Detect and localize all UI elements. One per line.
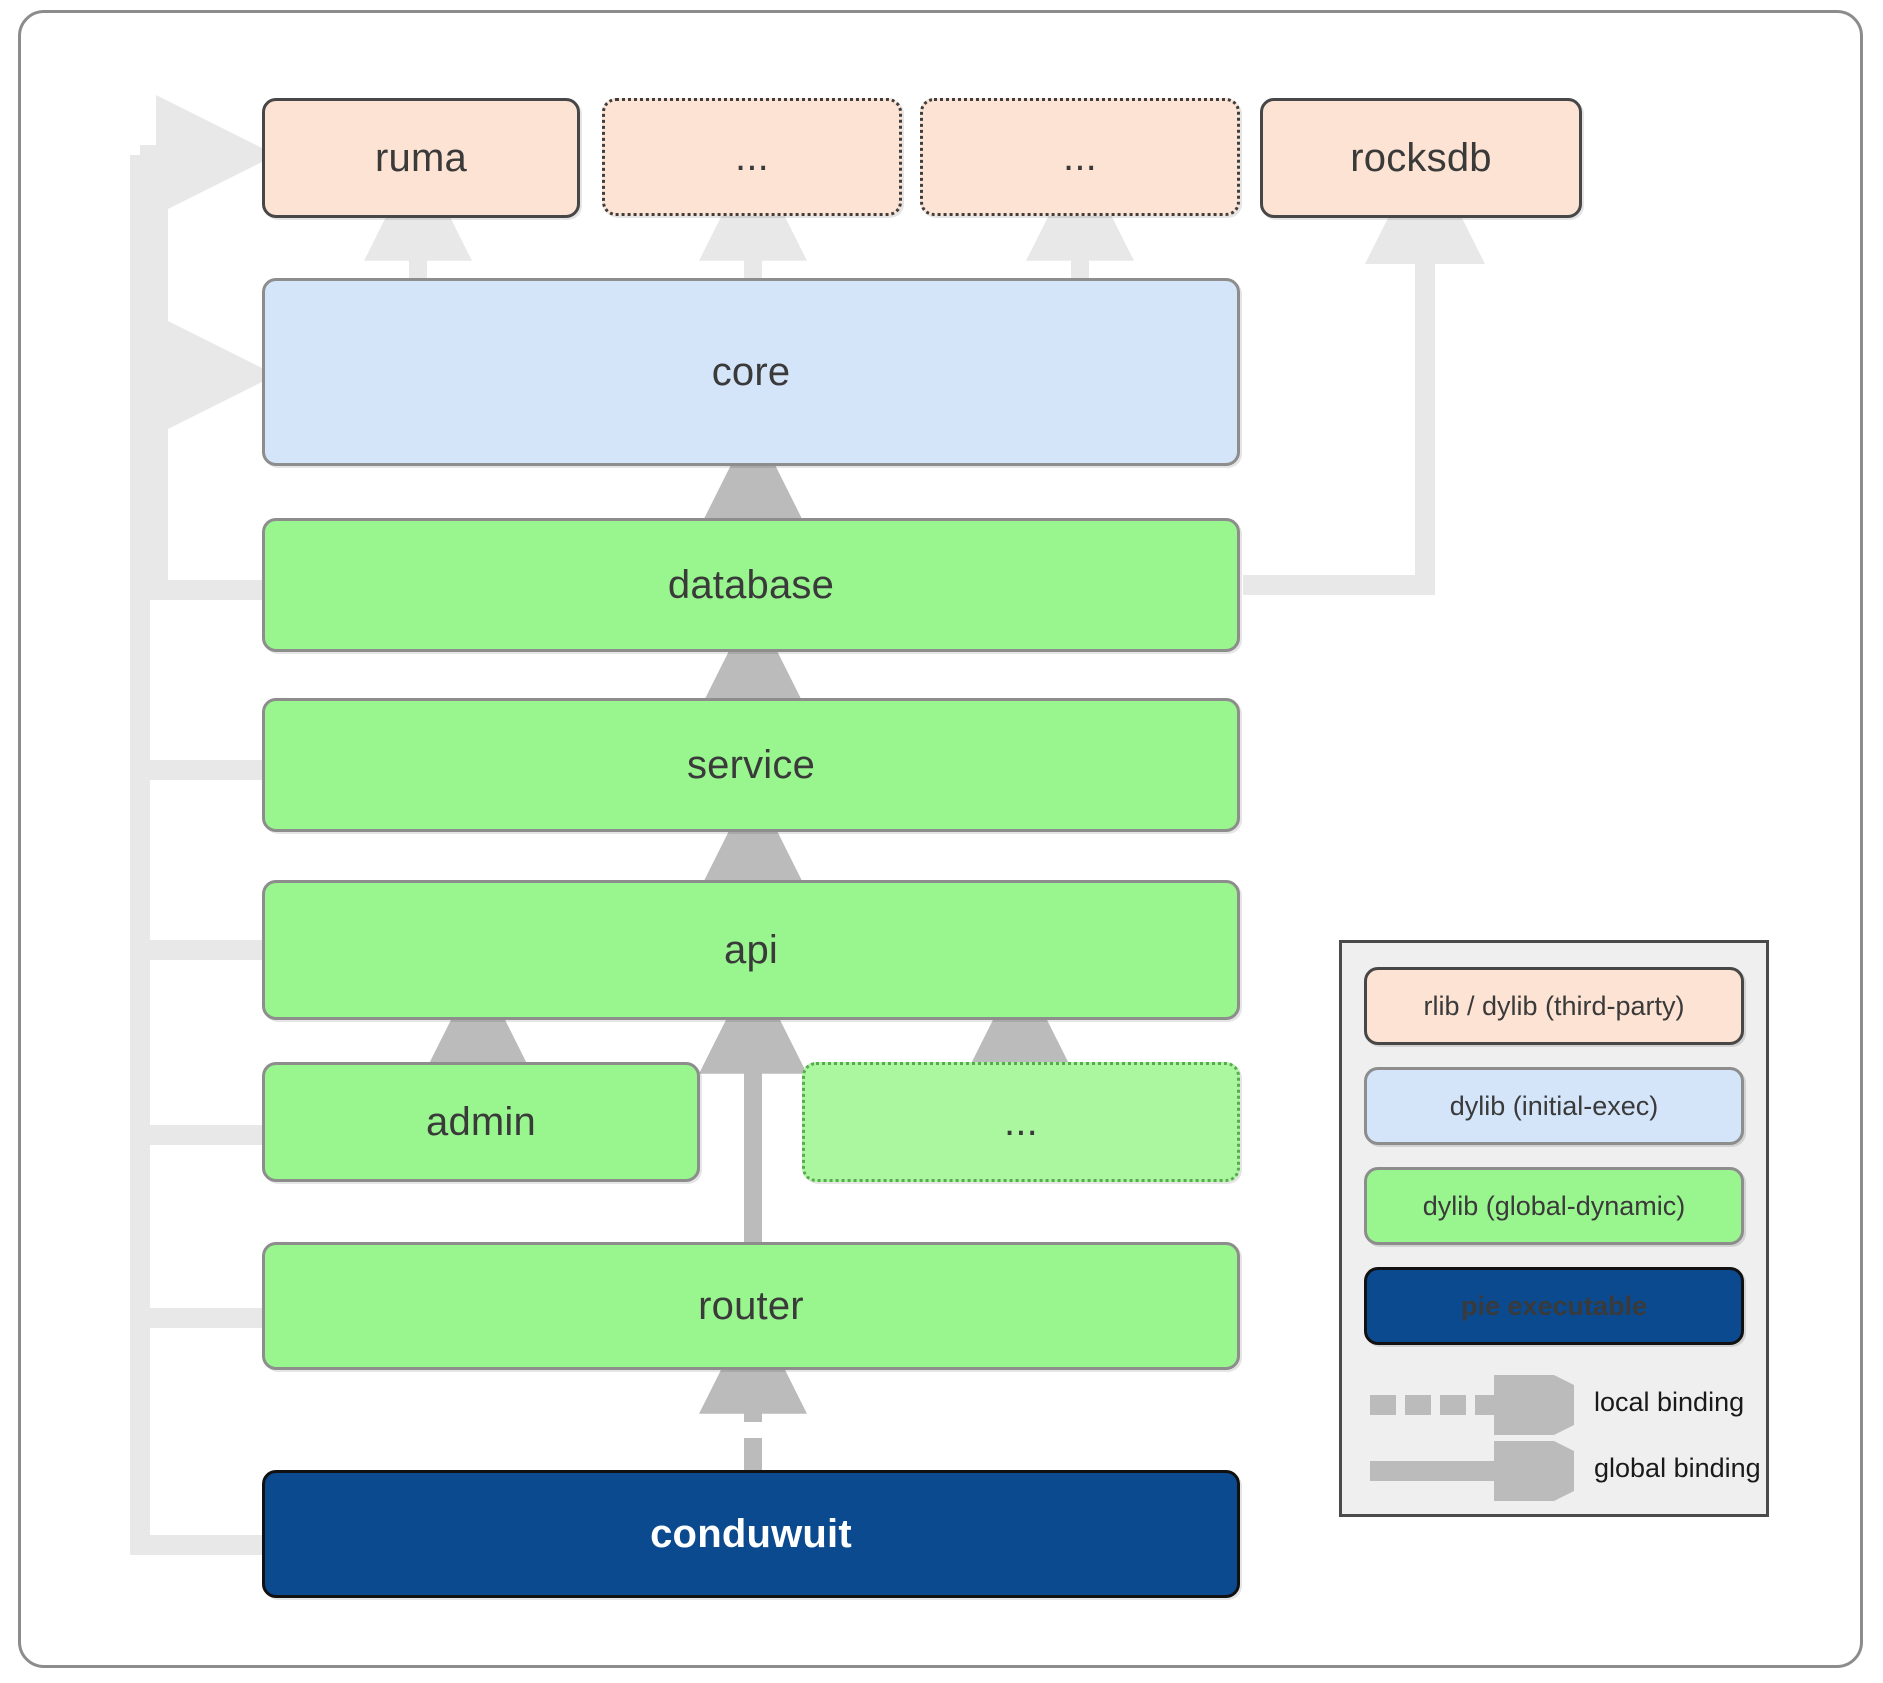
node-router-label: router (698, 1283, 804, 1328)
node-service-label: service (686, 742, 816, 787)
node-core[interactable]: core (262, 278, 1240, 466)
legend-panel: rlib / dylib (third-party) dylib (initia… (1339, 940, 1769, 1531)
node-admin-label: admin (426, 1099, 536, 1144)
legend-row-local-binding: local binding (1364, 1345, 1754, 1465)
legend-swatch-third-party-label: rlib / dylib (third-party) (1423, 990, 1685, 1021)
legend-local-binding-label: local binding (1594, 1387, 1745, 1417)
node-ellipsis-mid-label: ... (1004, 1099, 1038, 1144)
node-ellipsis-mid[interactable]: ... (802, 1062, 1240, 1182)
node-core-label: core (711, 349, 791, 394)
node-ellipsis-top-1[interactable]: ... (602, 98, 902, 216)
legend-local-binding-arrow-icon (1370, 1345, 1614, 1465)
node-api[interactable]: api (262, 880, 1240, 1020)
node-admin[interactable]: admin (262, 1062, 700, 1182)
legend-swatch-pie-executable: pie executable (1364, 1267, 1744, 1345)
node-rocksdb[interactable]: rocksdb (1260, 98, 1582, 218)
node-rocksdb-label: rocksdb (1350, 135, 1492, 180)
legend-global-binding-arrow-icon (1370, 1411, 1614, 1531)
node-ellipsis-top-1-label: ... (735, 134, 769, 179)
legend-swatch-global-dynamic: dylib (global-dynamic) (1364, 1167, 1744, 1245)
node-database[interactable]: database (262, 518, 1240, 652)
legend-row-global-binding: global binding (1364, 1411, 1761, 1531)
legend-swatch-initial-exec-label: dylib (initial-exec) (1449, 1090, 1659, 1121)
node-conduwuit[interactable]: conduwuit (262, 1470, 1240, 1598)
node-ruma-label: ruma (375, 135, 467, 180)
legend-swatch-pie-executable-label: pie executable (1460, 1290, 1648, 1321)
node-router[interactable]: router (262, 1242, 1240, 1370)
legend-swatch-global-dynamic-label: dylib (global-dynamic) (1422, 1190, 1686, 1221)
node-conduwuit-label: conduwuit (650, 1511, 852, 1556)
node-ellipsis-top-2[interactable]: ... (920, 98, 1240, 216)
node-database-label: database (667, 562, 835, 607)
node-ellipsis-top-2-label: ... (1063, 134, 1097, 179)
legend-swatch-initial-exec: dylib (initial-exec) (1364, 1067, 1744, 1145)
node-api-label: api (724, 927, 778, 972)
node-service[interactable]: service (262, 698, 1240, 832)
legend-swatch-third-party: rlib / dylib (third-party) (1364, 967, 1744, 1045)
node-ruma[interactable]: ruma (262, 98, 580, 218)
legend-global-binding-label: global binding (1594, 1453, 1761, 1483)
